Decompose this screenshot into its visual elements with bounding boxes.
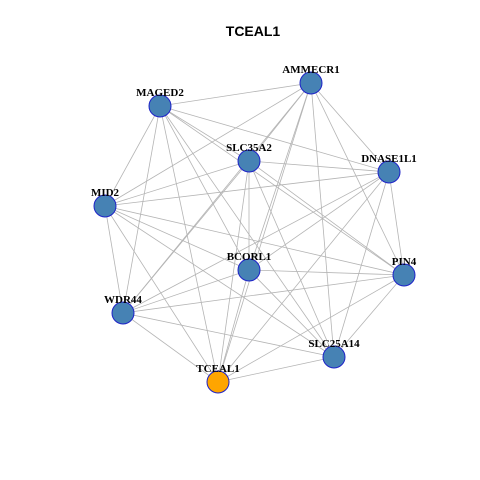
edge-mid2-slc25a14 [104,205,335,358]
node-label-mid2: MID2 [91,187,120,199]
edge-maged2-ammecr1 [159,82,312,107]
edge-ammecr1-pin4 [310,82,405,276]
node-circle[interactable] [377,160,401,184]
edge-slc35a2-mid2 [104,160,250,207]
edge-dnase1l1-wdr44 [122,171,390,314]
edge-slc35a2-slc25a14 [248,160,335,358]
node-maged2[interactable]: MAGED2 [136,87,184,118]
node-label-wdr44: WDR44 [104,294,142,306]
edge-ammecr1-dnase1l1 [310,82,390,173]
node-mid2[interactable]: MID2 [91,187,120,218]
edge-maged2-pin4 [159,105,405,276]
focus-node-circle[interactable] [206,370,230,394]
node-label-slc25a14: SLC25A14 [308,338,360,350]
edge-slc25a14-tceal1 [217,356,335,383]
edge-slc35a2-tceal1 [217,160,250,383]
edge-layer [104,82,405,383]
graph-title: TCEAL1 [226,23,281,39]
edge-bcorl1-pin4 [248,269,405,276]
edge-mid2-wdr44 [104,205,124,314]
edge-dnase1l1-bcorl1 [248,171,390,271]
edge-dnase1l1-slc25a14 [333,171,390,358]
node-circle[interactable] [237,149,261,173]
edge-ammecr1-slc25a14 [310,82,335,358]
node-circle[interactable] [299,71,323,95]
edge-wdr44-tceal1 [122,312,219,383]
node-label-maged2: MAGED2 [136,87,184,99]
edge-dnase1l1-pin4 [388,171,405,276]
edge-ammecr1-tceal1 [217,82,312,383]
edge-maged2-tceal1 [159,105,219,383]
node-ammecr1[interactable]: AMMECR1 [282,64,340,95]
edge-maged2-slc25a14 [159,105,335,358]
edge-mid2-pin4 [104,205,405,276]
node-label-bcorl1: BCORL1 [227,251,272,263]
node-circle[interactable] [392,263,416,287]
edge-maged2-slc35a2 [159,105,250,162]
edge-maged2-mid2 [104,105,161,207]
node-slc25a14[interactable]: SLC25A14 [308,338,360,369]
node-tceal1[interactable]: TCEAL1 [196,363,240,394]
node-circle[interactable] [111,301,135,325]
node-label-pin4: PIN4 [392,256,417,268]
node-wdr44[interactable]: WDR44 [104,294,142,325]
node-circle[interactable] [322,345,346,369]
node-circle[interactable] [93,194,117,218]
node-slc35a2[interactable]: SLC35A2 [226,142,272,173]
edge-pin4-wdr44 [122,274,405,314]
edge-dnase1l1-tceal1 [217,171,390,383]
edge-ammecr1-bcorl1 [248,82,312,271]
edge-slc35a2-wdr44 [122,160,250,314]
edge-slc35a2-pin4 [248,160,405,276]
node-pin4[interactable]: PIN4 [392,256,417,287]
edge-pin4-tceal1 [217,274,405,383]
edge-mid2-bcorl1 [104,205,250,271]
node-bcorl1[interactable]: BCORL1 [227,251,272,282]
edge-pin4-slc25a14 [333,274,405,358]
node-label-slc35a2: SLC35A2 [226,142,272,154]
edge-bcorl1-slc25a14 [248,269,335,358]
edge-maged2-bcorl1 [159,105,250,271]
node-circle[interactable] [237,258,261,282]
edge-wdr44-slc25a14 [122,312,335,358]
node-label-tceal1: TCEAL1 [196,363,239,375]
node-dnase1l1[interactable]: DNASE1L1 [361,153,417,184]
edge-ammecr1-mid2 [104,82,312,207]
edge-maged2-wdr44 [122,105,161,314]
edge-mid2-tceal1 [104,205,219,383]
edge-bcorl1-tceal1 [217,269,250,383]
node-circle[interactable] [148,94,172,118]
node-label-ammecr1: AMMECR1 [282,64,339,76]
edge-slc35a2-dnase1l1 [248,160,390,173]
edge-maged2-dnase1l1 [159,105,390,173]
edge-dnase1l1-mid2 [104,171,390,207]
edge-bcorl1-wdr44 [122,269,250,314]
node-label-dnase1l1: DNASE1L1 [361,153,417,165]
